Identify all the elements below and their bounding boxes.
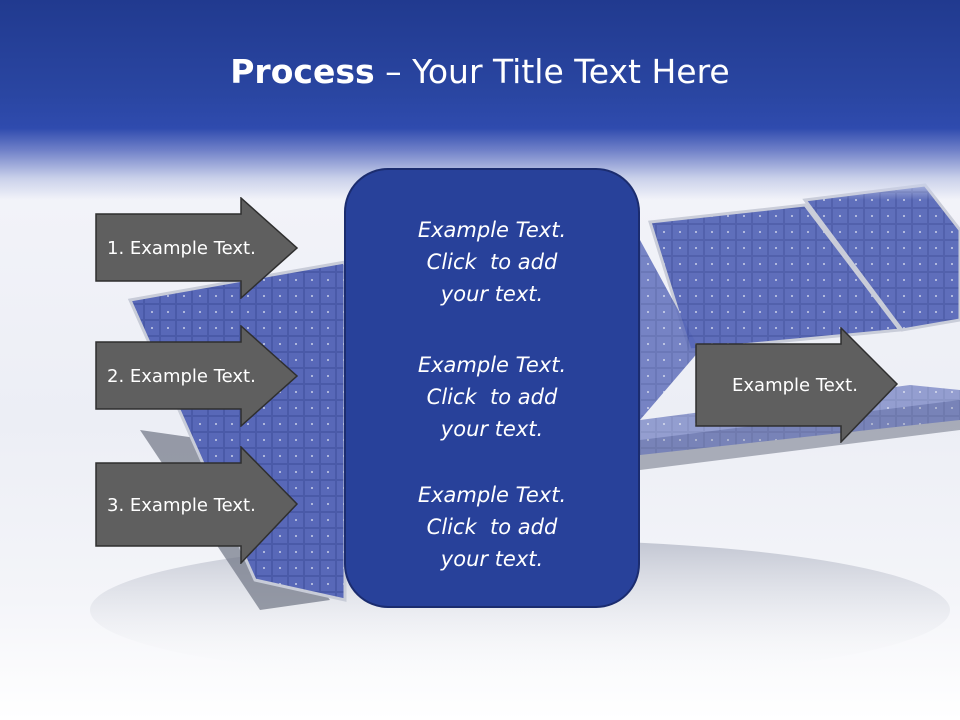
block-line: Click to add [426,385,558,409]
arrow-step-2[interactable]: 2. Example Text. [95,325,299,427]
arrow-result[interactable]: Example Text. [695,327,899,443]
arrow-shape [95,325,299,427]
text-block-2: Example Text. Click to add your text. [346,349,638,445]
arrow-step-3[interactable]: 3. Example Text. [95,446,299,564]
arrow-label: Example Text. [732,374,858,396]
block-line: Click to add [426,515,558,539]
block-line: Example Text. [417,353,567,377]
block-line: Example Text. [417,483,567,507]
block-line: your text. [440,417,544,441]
title-bold: Process [230,52,375,91]
arrow-label: 2. Example Text. [107,365,256,387]
arrow-step-1[interactable]: 1. Example Text. [95,197,299,299]
page-title: Process – Your Title Text Here [0,52,960,91]
arrow-label: 1. Example Text. [107,237,256,259]
arrow-shape [95,197,299,299]
block-line: Click to add [426,250,558,274]
block-line: Example Text. [417,218,567,242]
title-bar [0,0,960,200]
text-block-1: Example Text. Click to add your text. [346,214,638,310]
arrow-shape [695,327,899,443]
arrow-shape [95,446,299,564]
block-line: your text. [440,282,544,306]
text-block-3: Example Text. Click to add your text. [346,479,638,575]
title-rest: – Your Title Text Here [374,52,730,91]
block-line: your text. [440,547,544,571]
arrow-label: 3. Example Text. [107,494,256,516]
center-text-box[interactable]: Example Text. Click to add your text. Ex… [344,168,640,608]
